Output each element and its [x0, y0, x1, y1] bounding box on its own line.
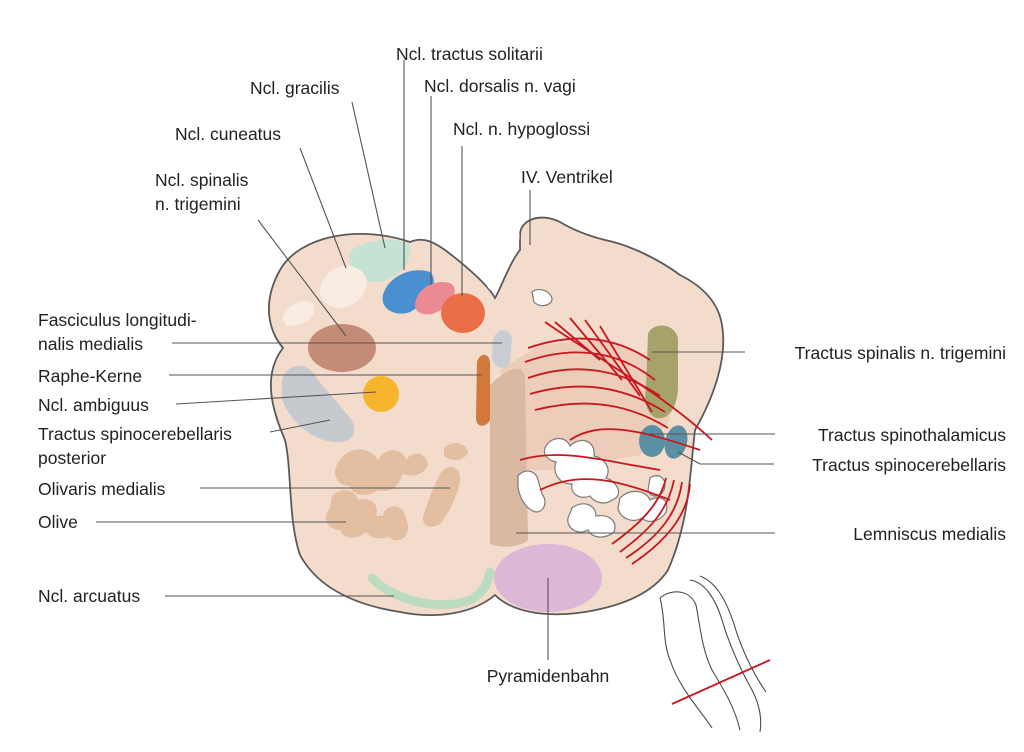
- label-ncl-gracilis: Ncl. gracilis: [250, 78, 340, 98]
- ncl-arcuatus-shape: [367, 567, 495, 610]
- label-ncl-spinalis-trigemini-1: Ncl. spinalis: [155, 170, 249, 190]
- label-spinocer-post-2: posterior: [38, 448, 106, 468]
- label-tractus-spinalis-trigemini: Tractus spinalis n. trigemini: [795, 343, 1006, 363]
- label-ncl-arcuatus: Ncl. arcuatus: [38, 586, 140, 606]
- label-pyramidenbahn: Pyramidenbahn: [487, 666, 610, 686]
- label-ncl-dorsalis-vagi: Ncl. dorsalis n. vagi: [424, 76, 576, 96]
- fasciculus-longitudinalis-medialis-shape: [492, 330, 512, 368]
- ncl-gracilis-shape: [349, 239, 411, 283]
- label-iv-ventrikel: IV. Ventrikel: [521, 167, 613, 187]
- ncl-spinalis-trigemini-shape: [308, 324, 376, 372]
- label-ncl-cuneatus: Ncl. cuneatus: [175, 124, 281, 144]
- label-tractus-spinocerebellaris: Tractus spinocerebellaris: [812, 455, 1006, 475]
- ncl-ambiguus-shape: [363, 376, 399, 412]
- label-flm-1: Fasciculus longitudi-: [38, 310, 197, 330]
- ncl-cuneatus-small-shape: [282, 301, 315, 326]
- olive-complex: [325, 443, 468, 541]
- label-olivaris-medialis: Olivaris medialis: [38, 479, 166, 499]
- label-spinocer-post-1: Tractus spinocerebellaris: [38, 424, 232, 444]
- lemniscus-medialis-shape: [490, 368, 528, 547]
- raphe-kerne-shape: [476, 354, 490, 426]
- red-fiber-tracts: [519, 317, 713, 565]
- ventricle-notch: [412, 217, 520, 290]
- leader-lines: [96, 60, 775, 660]
- label-ncl-spinalis-trigemini-2: n. trigemini: [155, 194, 241, 214]
- ncl-cuneatus-shape: [319, 265, 367, 308]
- label-olive: Olive: [38, 512, 78, 532]
- label-lemniscus-medialis: Lemniscus medialis: [853, 524, 1006, 544]
- label-raphe-kerne: Raphe-Kerne: [38, 366, 142, 386]
- tractus-spinocerebellaris-posterior-shape: [282, 365, 355, 443]
- ncl-hypoglossi-shape: [441, 293, 485, 333]
- tractus-spinalis-trigemini-shape: [645, 325, 678, 419]
- brainstem-section-orientation-icon: [659, 575, 771, 733]
- label-ncl-tractus-solitarii: Ncl. tractus solitarii: [396, 44, 543, 64]
- label-tractus-spinothalamicus: Tractus spinothalamicus: [818, 425, 1006, 445]
- label-ncl-ambiguus: Ncl. ambiguus: [38, 395, 149, 415]
- label-ncl-hypoglossi: Ncl. n. hypoglossi: [453, 119, 590, 139]
- tractus-spinothalamicus-shape: [639, 425, 665, 457]
- label-flm-2: nalis medialis: [38, 334, 143, 354]
